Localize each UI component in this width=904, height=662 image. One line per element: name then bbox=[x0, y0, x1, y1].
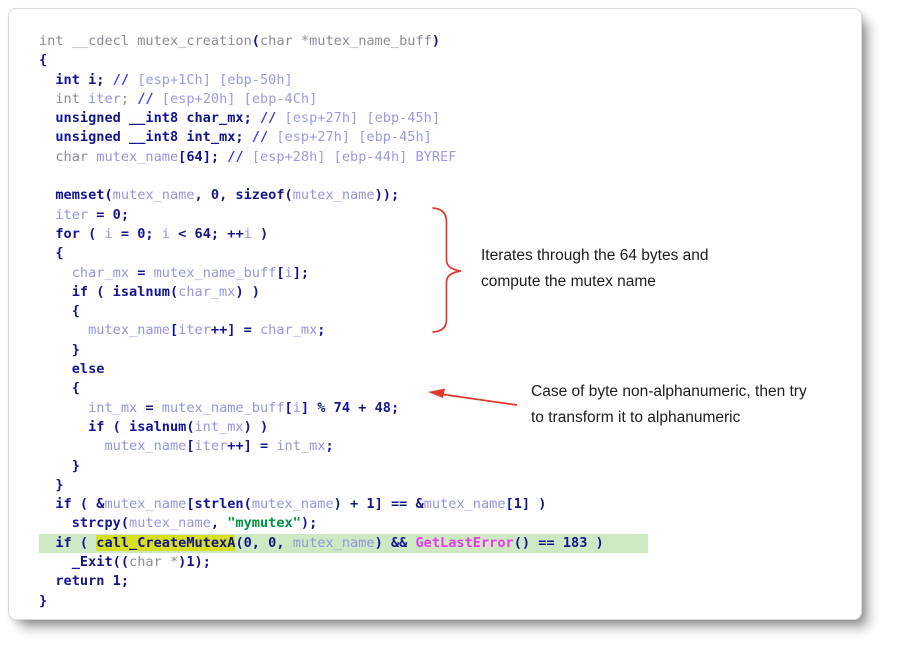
highlighted-code-line-band: if ( call_CreateMutexA(0, 0, mutex_name)… bbox=[39, 533, 648, 554]
code-line: unsigned __int8 char_mx; // [esp+27h] [e… bbox=[39, 110, 441, 127]
code-line: { bbox=[39, 245, 64, 262]
code-line: mutex_name[iter++] = int_mx; bbox=[39, 438, 334, 455]
code-line: } bbox=[39, 457, 80, 474]
decompiler-code-view[interactable]: int __cdecl mutex_creation(char *mutex_n… bbox=[39, 32, 648, 611]
code-line: int __cdecl mutex_creation(char *mutex_n… bbox=[39, 33, 441, 49]
code-line: iter = 0; bbox=[39, 206, 130, 223]
code-line: if ( isalnum(char_mx) ) bbox=[39, 283, 260, 300]
code-figure-card: int __cdecl mutex_creation(char *mutex_n… bbox=[8, 8, 862, 620]
loop-note-line2: compute the mutex name bbox=[481, 272, 656, 290]
code-line: else bbox=[39, 361, 105, 378]
code-line: return 1; bbox=[39, 573, 130, 590]
code-line bbox=[39, 167, 648, 186]
code-line: { bbox=[39, 52, 48, 69]
code-line: strcpy(mutex_name, "mymutex"); bbox=[39, 515, 318, 532]
code-line: if ( &mutex_name[strlen(mutex_name) + 1]… bbox=[39, 496, 547, 513]
loop-annotation-note: Iterates through the 64 bytes and comput… bbox=[481, 243, 709, 294]
code-line: char_mx = mutex_name_buff[i]; bbox=[39, 264, 310, 281]
code-line: char mutex_name[64]; // [esp+28h] [ebp-4… bbox=[39, 148, 457, 165]
code-line: unsigned __int8 int_mx; // [esp+27h] [eb… bbox=[39, 129, 432, 146]
loop-note-line1: Iterates through the 64 bytes and bbox=[481, 247, 709, 264]
code-line: int_mx = mutex_name_buff[i] % 74 + 48; bbox=[39, 399, 400, 416]
code-line: } bbox=[39, 341, 80, 358]
code-line: } bbox=[39, 592, 48, 609]
code-line: int iter; // [esp+20h] [ebp-4Ch] bbox=[39, 90, 318, 107]
code-line: for ( i = 0; i < 64; ++i ) bbox=[39, 225, 269, 242]
code-line: if ( call_CreateMutexA(0, 0, mutex_name)… bbox=[39, 533, 648, 554]
code-line: if ( isalnum(int_mx) ) bbox=[39, 418, 269, 435]
code-line: _Exit((char *)1); bbox=[39, 554, 211, 571]
code-line: int i; // [esp+1Ch] [ebp-50h] bbox=[39, 71, 293, 88]
transform-annotation-note: Case of byte non-alphanumeric, then try … bbox=[531, 379, 807, 430]
code-line: mutex_name[iter++] = char_mx; bbox=[39, 322, 326, 339]
transform-note-line1: Case of byte non-alphanumeric, then try bbox=[531, 383, 807, 400]
code-line: memset(mutex_name, 0, sizeof(mutex_name)… bbox=[39, 187, 400, 204]
code-line: { bbox=[39, 380, 80, 397]
code-line: { bbox=[39, 303, 80, 320]
transform-note-line2: to transform it to alphanumeric bbox=[531, 408, 741, 426]
code-line: } bbox=[39, 476, 64, 493]
